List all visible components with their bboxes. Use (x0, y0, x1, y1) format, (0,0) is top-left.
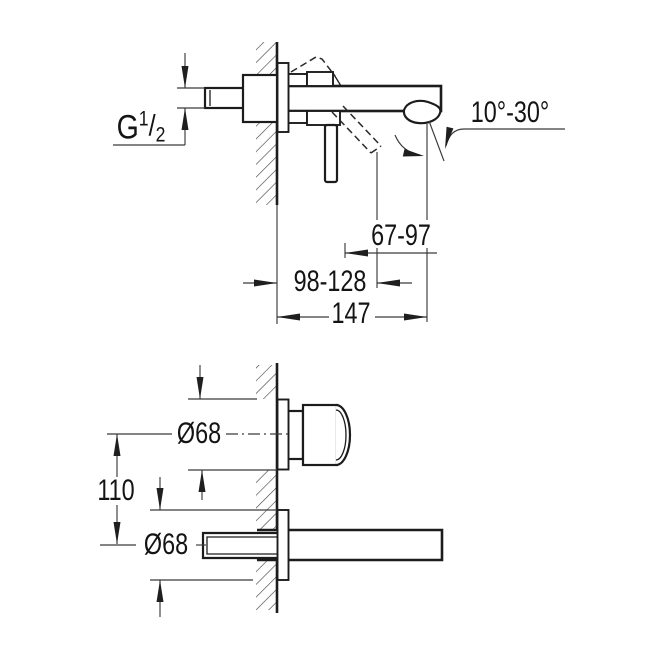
thread-numerator: 1 (138, 107, 149, 131)
lever-up-position-dashed (290, 56, 336, 77)
side-view (113, 42, 565, 324)
dim110-arrowhead-up (113, 434, 121, 456)
thread-arrowhead-up (181, 108, 189, 130)
lever-out-position-dashed-2 (342, 105, 382, 147)
wall-hatch-top (256, 42, 277, 75)
dim147-arrowhead-right (404, 313, 427, 321)
wall-hatch-bottom (256, 122, 277, 205)
spout-bar-inner (206, 536, 277, 555)
lever-out-position-dashed-1 (331, 111, 372, 154)
dim6797-arrowhead (345, 249, 368, 257)
front-view (100, 363, 444, 617)
handle-dome-outer (335, 403, 352, 467)
escutcheon-spout (276, 509, 290, 581)
angle-leader (445, 128, 565, 147)
thread-slash: / (148, 109, 156, 143)
dim-spout-projection-label: 67-97 (371, 219, 431, 252)
handle-neck (286, 409, 305, 461)
spout-bar-front (257, 528, 444, 562)
arrowhead-spout-top (156, 488, 164, 510)
handle-dome-inner (335, 409, 347, 461)
lever-handle (323, 123, 339, 184)
collar-bottom-inner (287, 110, 308, 124)
handle-knob (301, 403, 339, 467)
thread-arrowhead-down (181, 66, 189, 88)
arrowhead-handle-top (196, 377, 204, 399)
thread-prefix: G (116, 108, 139, 147)
collar-top-inner (287, 73, 308, 87)
dim147-arrowhead-left (277, 313, 300, 321)
center-distance-label: 110 (97, 474, 135, 507)
dim98128-arrowhead-left (377, 279, 400, 287)
angle-range-label: 10°-30° (470, 96, 550, 129)
thread-size-label: G1/2 (116, 107, 166, 148)
escutcheon-side (276, 62, 290, 133)
thread-denominator: 2 (155, 123, 166, 147)
lever-out-position-cap (370, 145, 382, 154)
dim98128-arrowhead-right (254, 279, 277, 287)
angle-leader-arrowhead (445, 126, 454, 149)
handle-diameter-label: Ø68 (176, 417, 222, 450)
collar-bottom-outer (306, 110, 341, 126)
spout-diameter-label: Ø68 (143, 528, 189, 561)
arrowhead-spout-bottom (156, 580, 164, 602)
dim-total-projection-label: 147 (331, 297, 371, 330)
fv-hatch-3 (256, 559, 277, 610)
arrowhead-handle-bottom (198, 470, 206, 492)
fv-hatch-2 (256, 470, 277, 531)
dim110-arrowhead-down (113, 522, 121, 544)
dim-rough-in-label: 98-128 (293, 265, 367, 298)
collar-top-outer (306, 71, 334, 87)
angle-arc-arrowhead (402, 149, 424, 157)
spout-outlet (402, 99, 442, 125)
angle-open-line (428, 120, 445, 162)
fv-hatch-1 (256, 365, 277, 399)
union-nut (241, 73, 279, 124)
